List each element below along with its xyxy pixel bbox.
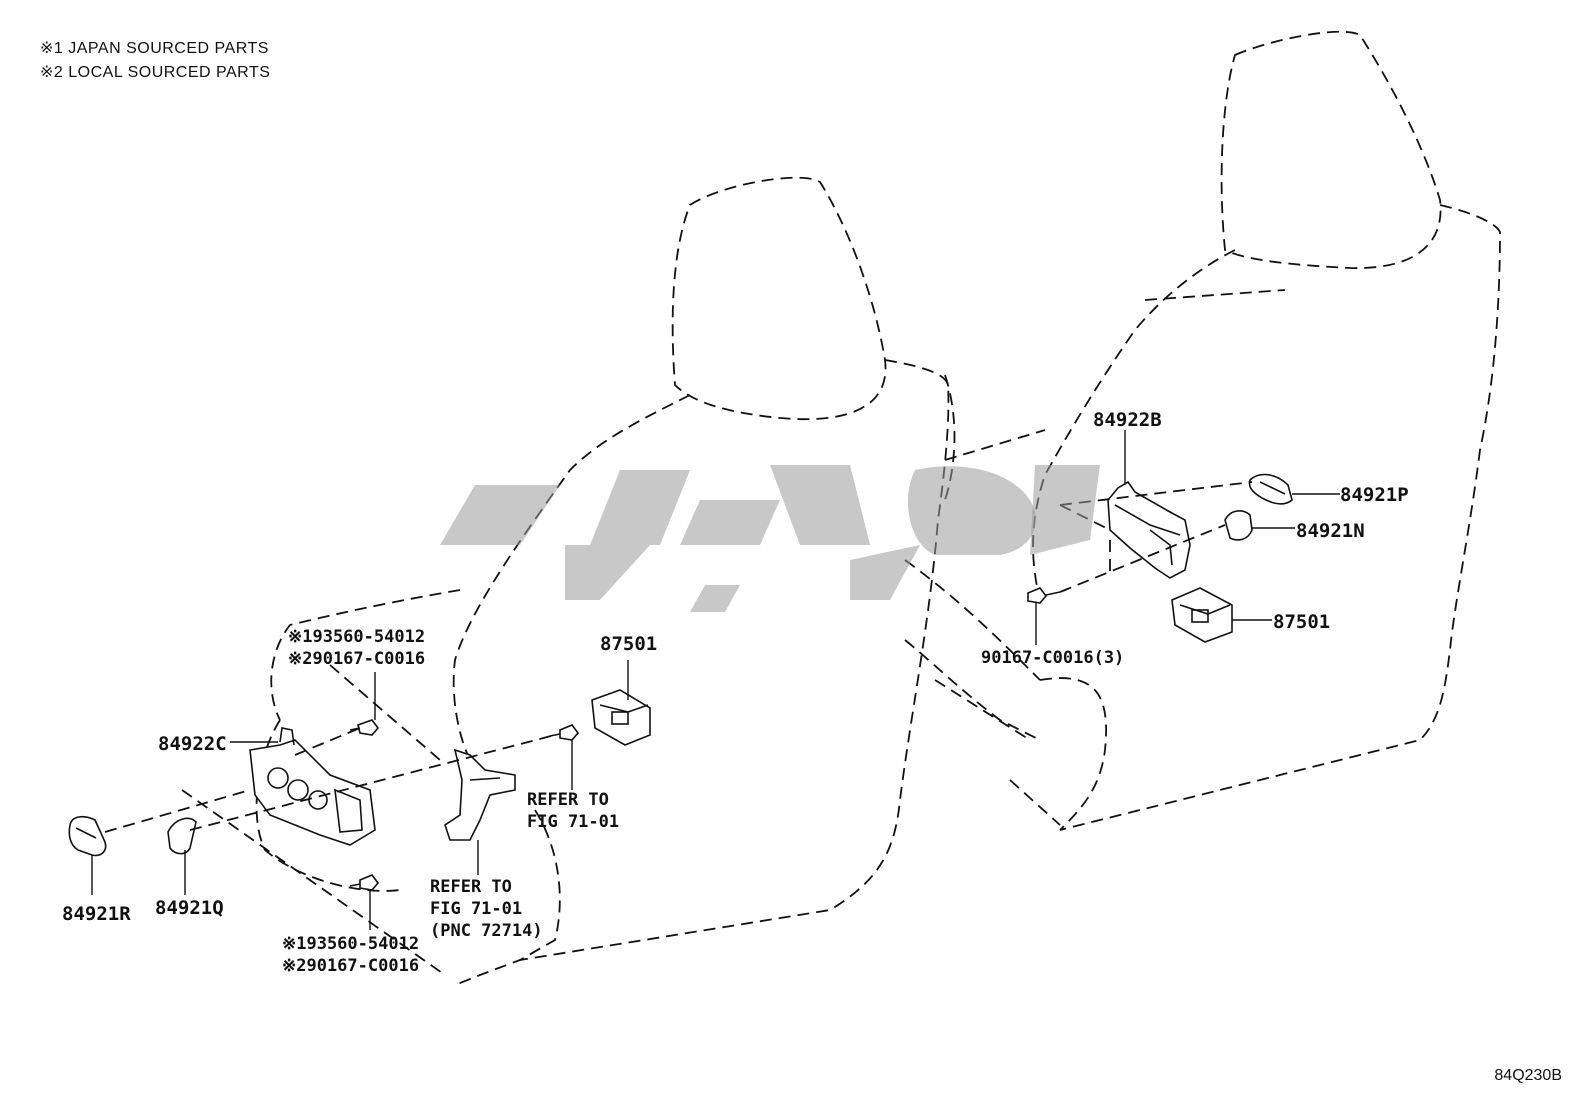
switch-assembly-84922c[interactable]	[249, 727, 376, 846]
connector-87501-left[interactable]	[591, 689, 651, 746]
switch-assembly-84922b[interactable]	[1107, 480, 1191, 579]
bracket-fig-71-01	[444, 748, 516, 841]
label-84921p: 84921P	[1340, 484, 1409, 506]
label-screw-bot-1: ※193560-54012	[282, 934, 419, 954]
label-84921r: 84921R	[62, 903, 131, 925]
label-84921q: 84921Q	[155, 897, 224, 919]
label-84922b: 84922B	[1093, 409, 1162, 431]
note-local-sourced: ※2 LOCAL SOURCED PARTS	[40, 64, 271, 81]
label-87501-left: 87501	[600, 633, 657, 655]
assembly-lines-left	[104, 727, 556, 833]
label-refer-b-3: (PNC 72714)	[430, 921, 543, 941]
screw-left-mid[interactable]	[549, 724, 580, 741]
label-refer-a-1: REFER TO	[527, 790, 609, 810]
label-refer-b-2: FIG 71-01	[430, 899, 522, 919]
label-refer-b-1: REFER TO	[430, 877, 512, 897]
diagram-code: 84Q230B	[1494, 1067, 1562, 1084]
right-seat-outline	[904, 30, 1501, 831]
label-refer-a-2: FIG 71-01	[527, 812, 619, 832]
label-screw-right: 90167-C0016(3)	[981, 648, 1124, 668]
screw-left-bottom[interactable]	[349, 874, 380, 891]
leader-lines-left	[91, 660, 629, 930]
left-seat-outline	[181, 176, 950, 986]
watermark-logo	[440, 465, 1100, 612]
knob-84921r[interactable]	[68, 815, 107, 857]
label-screw-bot-2: ※290167-C0016	[282, 956, 419, 976]
note-japan-sourced: ※1 JAPAN SOURCED PARTS	[40, 40, 269, 57]
label-84921n: 84921N	[1296, 520, 1365, 542]
label-screw-top-2: ※290167-C0016	[288, 649, 425, 669]
connector-87501-right[interactable]	[1171, 587, 1233, 643]
screw-left-top[interactable]	[349, 719, 380, 736]
label-87501-right: 87501	[1273, 611, 1330, 633]
leader-lines-right	[1035, 430, 1340, 645]
screw-right[interactable]	[1027, 587, 1061, 604]
knob-84921p[interactable]	[1248, 473, 1293, 505]
knob-84921q[interactable]	[167, 817, 197, 855]
label-84922c: 84922C	[158, 733, 227, 755]
knob-84921n[interactable]	[1224, 510, 1253, 541]
label-screw-top-1: ※193560-54012	[288, 627, 425, 647]
